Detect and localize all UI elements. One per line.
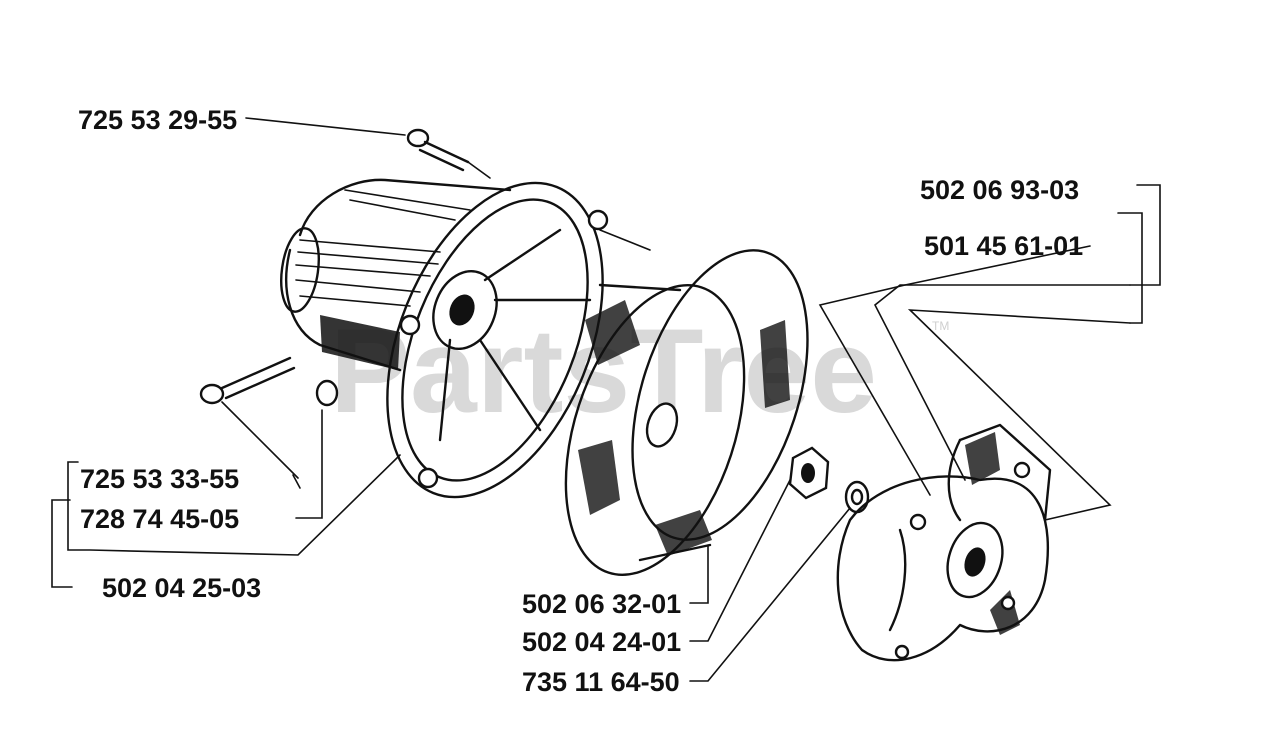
bolt-top-drawing [406,128,491,179]
washer-drawing [844,480,870,514]
part-number-screw[interactable]: 725 53 33-55 [80,464,239,494]
clutch-shoe-drawing [836,423,1052,662]
screw-drawing [199,356,296,405]
part-number-clutch-shoe-assy[interactable]: 501 45 61-01 [924,231,1083,261]
clutch-housing-drawing [280,178,651,499]
part-number-clutch-drum[interactable]: 502 06 32-01 [522,589,681,619]
drum-nut-drawing [788,446,830,500]
part-number-nut-small[interactable]: 728 74 45-05 [80,504,239,534]
nut-small-drawing [315,379,339,407]
part-number-clutch-cover-assy[interactable]: 502 06 93-03 [920,175,1079,205]
watermark-trademark: TM [932,319,949,333]
part-number-bolt-top[interactable]: 725 53 29-55 [78,105,237,135]
clutch-drum-drawing [564,249,809,576]
part-number-drum-nut[interactable]: 502 04 24-01 [522,627,681,657]
part-number-washer[interactable]: 735 11 64-50 [522,667,680,697]
leader-lines [51,117,1161,682]
part-number-clutch-housing[interactable]: 502 04 25-03 [102,573,261,603]
